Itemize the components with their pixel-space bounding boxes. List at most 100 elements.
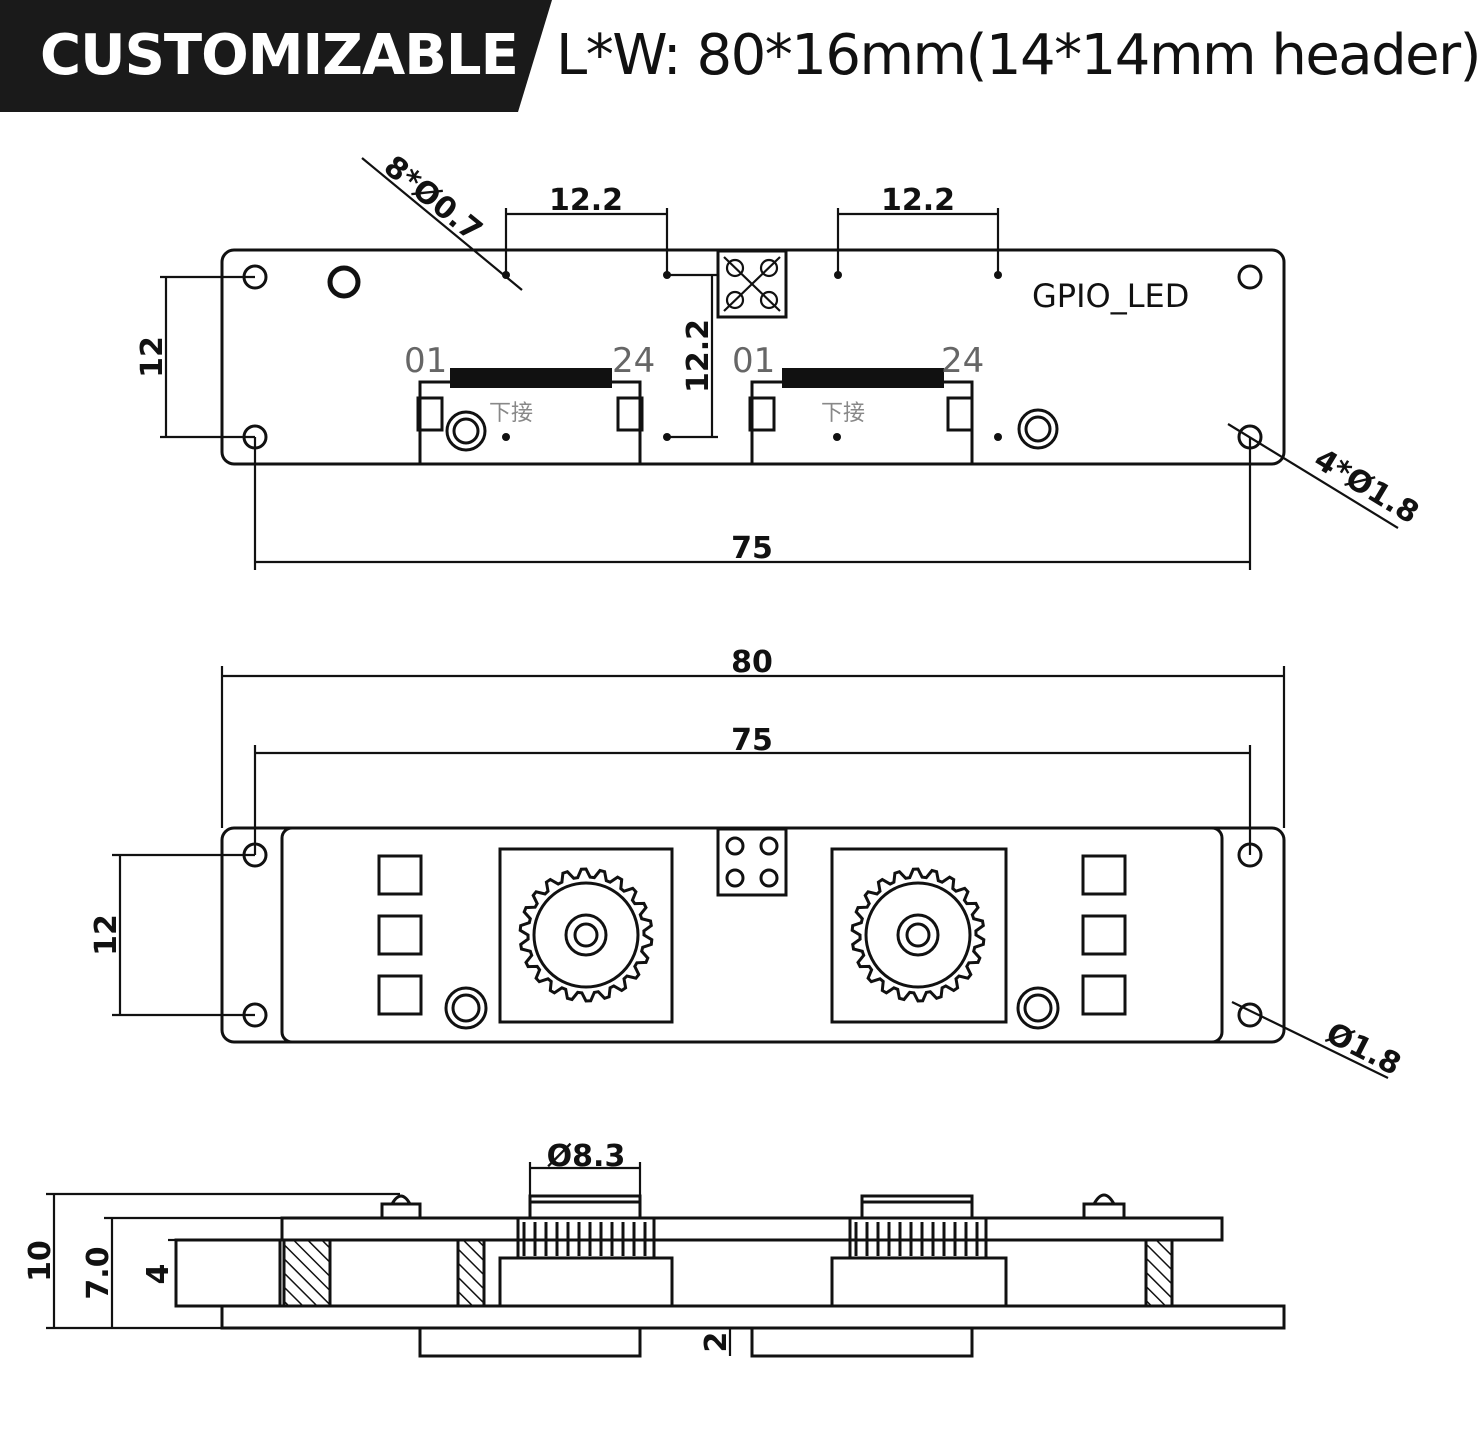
right-camera-module — [830, 847, 1008, 1024]
side-main-pcb — [220, 1304, 1286, 1330]
side-lens-top — [860, 1194, 974, 1220]
front-view: 80 75 12 Ø1.8 — [89, 645, 1406, 1083]
left-lens-gear — [518, 867, 654, 1003]
front-ir-led — [1081, 854, 1127, 896]
dim-standoff: 4 — [141, 1264, 176, 1285]
header-pin — [759, 836, 779, 856]
badge-label: CUSTOMIZABLE — [40, 23, 519, 88]
dim-lens-diameter: Ø8.3 — [547, 1139, 626, 1174]
dim-overall-length: 80 — [731, 645, 773, 680]
side-led-base — [1082, 1202, 1126, 1220]
front-ir-led — [1081, 914, 1127, 956]
right-fpc-connector — [782, 368, 944, 388]
dim-right-spacing: 12.2 — [881, 183, 955, 218]
dim-hole-spacing: 75 — [731, 531, 773, 566]
side-bottom-connector — [750, 1326, 974, 1358]
header-cross-line — [723, 256, 781, 312]
top-mount-hole — [1237, 264, 1263, 290]
front-led — [451, 993, 481, 1023]
left-led — [452, 417, 480, 445]
side-camera-body — [830, 1256, 1008, 1308]
dim-middle-vertical: 12.2 — [681, 319, 716, 393]
leader-line — [1231, 1001, 1389, 1079]
customizable-badge: CUSTOMIZABLE — [0, 0, 560, 112]
front-ir-led — [377, 914, 423, 956]
left-pin-start-label: 01 — [404, 341, 447, 381]
side-bottom-connector — [418, 1326, 642, 1358]
side-standoff — [282, 1238, 332, 1308]
hole-callout: Ø1.8 — [1320, 1016, 1406, 1083]
lens-gear-teeth — [850, 867, 986, 1003]
front-led-ring — [1016, 986, 1060, 1030]
header-pin — [759, 868, 779, 888]
top-pin-header — [716, 249, 788, 319]
right-connector-note: 下接 — [821, 401, 865, 426]
side-led-base — [380, 1202, 422, 1220]
front-ir-led — [377, 974, 423, 1016]
front-inner-panel — [280, 826, 1224, 1044]
badge-background — [0, 0, 552, 112]
dim-bottom: 2 — [699, 1332, 734, 1353]
side-bracket — [174, 1238, 282, 1308]
side-led-dome — [1092, 1193, 1116, 1205]
side-standoff — [1144, 1238, 1174, 1308]
header-pin — [725, 258, 745, 278]
left-lens — [564, 913, 608, 957]
front-led-ring — [444, 986, 488, 1030]
side-standoff — [456, 1238, 486, 1308]
dim-height: 12 — [89, 914, 124, 956]
header-pin — [725, 868, 745, 888]
left-lens-center — [573, 922, 599, 948]
header-pin — [759, 258, 779, 278]
technical-drawing: 01 24 下接 01 24 下接 GPIO_LED 12.2 12.2 12.… — [23, 149, 1425, 1358]
side-lens-top — [528, 1194, 642, 1220]
small-hole — [834, 271, 842, 279]
right-lens-barrel — [864, 881, 972, 989]
left-lens-barrel — [532, 881, 640, 989]
right-led-ring — [1017, 408, 1059, 450]
right-pin-start-label: 01 — [732, 341, 775, 381]
left-connector-tab — [616, 396, 644, 432]
side-led-dome — [390, 1194, 412, 1205]
leader-line — [1227, 423, 1399, 529]
right-connector-tab — [748, 396, 776, 432]
top-via-hole — [327, 265, 361, 299]
top-view: 01 24 下接 01 24 下接 GPIO_LED 12.2 12.2 12.… — [135, 149, 1425, 570]
dim-left-spacing: 12.2 — [549, 183, 623, 218]
side-lens-ribs — [854, 1222, 979, 1256]
small-holes-callout: 8*Ø0.7 — [377, 149, 489, 249]
right-lens — [896, 913, 940, 957]
left-led-ring — [445, 410, 487, 452]
header-pin — [725, 836, 745, 856]
small-hole — [502, 433, 510, 441]
header-pin — [759, 290, 779, 310]
leader-line — [361, 157, 523, 291]
left-camera-module — [498, 847, 674, 1024]
left-connector-note: 下接 — [489, 401, 533, 426]
right-lens-center — [905, 922, 931, 948]
right-led — [1024, 415, 1052, 443]
left-connector-tab — [416, 396, 444, 432]
side-lens-ribs — [522, 1222, 647, 1256]
front-led — [1023, 993, 1053, 1023]
right-lens-gear — [850, 867, 986, 1003]
side-view: Ø8.3 10 7.0 4 2 — [23, 1139, 1286, 1358]
header-banner: CUSTOMIZABLE L*W: 80*16mm(14*14mm header… — [0, 0, 1480, 112]
right-pin-end-label: 24 — [941, 341, 984, 381]
header-pin — [725, 290, 745, 310]
left-fpc-connector — [450, 368, 612, 388]
left-pin-end-label: 24 — [612, 341, 655, 381]
dim-board-stack: 7.0 — [81, 1246, 116, 1299]
gpio-led-label: GPIO_LED — [1032, 277, 1189, 315]
front-ir-led — [377, 854, 423, 896]
dim-hole-spacing: 75 — [731, 723, 773, 758]
dim-total-height: 10 — [23, 1240, 58, 1282]
lens-gear-teeth — [518, 867, 654, 1003]
side-camera-body — [498, 1256, 674, 1308]
side-upper-pcb — [280, 1216, 1224, 1242]
small-hole — [502, 271, 510, 279]
right-connector-tab — [946, 396, 974, 432]
mount-holes-callout: 4*Ø1.8 — [1308, 442, 1425, 531]
small-hole — [833, 433, 841, 441]
front-ir-led — [1081, 974, 1127, 1016]
